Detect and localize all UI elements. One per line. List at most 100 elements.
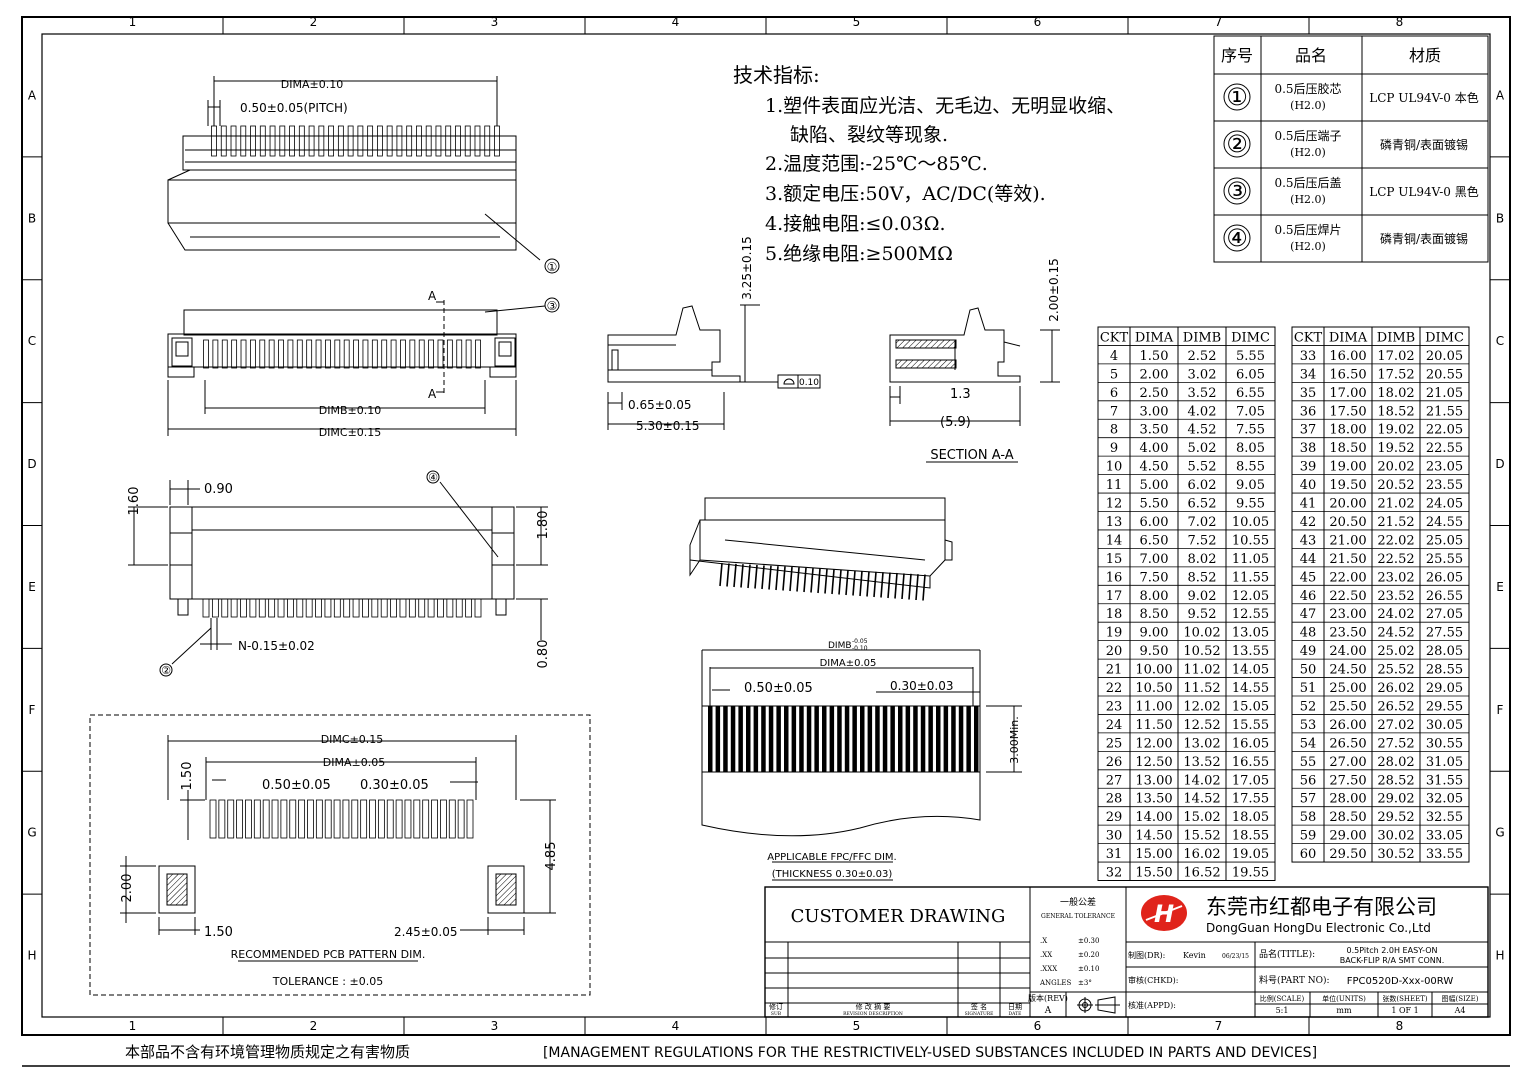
- zone-row-A-right: A: [1496, 88, 1505, 102]
- dimtable-cell: 29.50: [1329, 847, 1366, 862]
- bottom-pin: [362, 598, 369, 618]
- fpc-contact: [837, 706, 842, 772]
- dimtable-cell: 29: [1106, 810, 1123, 825]
- dimtable-cell: 19.00: [1329, 460, 1366, 475]
- pcb-pad: [236, 799, 243, 839]
- dimtable-cell: 20.02: [1377, 460, 1414, 475]
- bom-sub: (H2.0): [1290, 240, 1326, 253]
- fpc-contact: [829, 706, 835, 772]
- rev-header-en: REVISION DESCRIPTION: [843, 1011, 903, 1017]
- dimtable-cell: 19.50: [1329, 478, 1366, 493]
- part-label: 料号(PART NO):: [1259, 974, 1330, 986]
- iso-pin: [761, 565, 765, 590]
- title-label: 品名(TITLE):: [1259, 948, 1315, 960]
- dimtable-cell: 16.00: [1329, 349, 1366, 364]
- front-pin: [418, 339, 425, 369]
- bom-no: ③: [1226, 177, 1248, 205]
- dimtable-cell: 7.05: [1236, 404, 1265, 419]
- fpc-contact: [898, 706, 903, 772]
- bottom-pin: [230, 598, 238, 618]
- pcb-title: RECOMMENDED PCB PATTERN DIM.: [231, 948, 426, 961]
- bottom-pin: [324, 598, 332, 618]
- iso-pin: [726, 563, 730, 587]
- dimtable-cell: 7.55: [1236, 423, 1265, 438]
- front-pin: [325, 339, 331, 369]
- dimtable-cell: 11.00: [1135, 699, 1172, 714]
- checked-label: 审核(CHKD):: [1128, 975, 1178, 985]
- fpc-contact: [905, 706, 911, 772]
- section-mark-top: A: [428, 289, 437, 303]
- dimtable-cell: 5: [1110, 367, 1118, 382]
- dimtable-cell: 12.00: [1135, 736, 1172, 751]
- dimtable-cell: 17: [1106, 589, 1123, 604]
- dimtable-cell: 55: [1300, 755, 1317, 770]
- rev-header-cn: 修 改 摘 要: [856, 1002, 891, 1011]
- dimtable-cell: 44: [1300, 552, 1317, 567]
- tol-value: ±0.10: [1078, 965, 1099, 973]
- fpc-dimb-tol-dn: -0.10: [852, 645, 868, 652]
- sheet-label: 张数(SHEET): [1382, 994, 1428, 1003]
- bom-header-material: 材质: [1409, 46, 1441, 65]
- rev-header-cn: 修订: [769, 1002, 783, 1011]
- customer-drawing: CUSTOMER DRAWING: [791, 906, 1006, 927]
- dimtable-cell: 27.00: [1329, 755, 1366, 770]
- dimtable-cell: 10.02: [1183, 626, 1220, 641]
- dimtable-cell: 48: [1300, 626, 1317, 641]
- front-pin: [400, 339, 406, 369]
- dimtable-cell: 6.55: [1236, 386, 1265, 401]
- dim-dima-label: DIMA±0.10: [281, 78, 343, 91]
- iso-pin: [831, 569, 835, 595]
- iso-pin: [775, 566, 779, 591]
- dimtable-cell: 19.02: [1377, 423, 1414, 438]
- fpc-contact: [799, 706, 804, 772]
- dimtable-cell: 26.55: [1426, 589, 1463, 604]
- pcb-tab-width: 1.50: [204, 925, 233, 940]
- dimtable-header: DIMC: [1425, 330, 1464, 345]
- dimtable-cell: 10: [1106, 460, 1123, 475]
- top-pin: [435, 125, 442, 157]
- view-bottom: [128, 480, 548, 665]
- dim-d59: (5.9): [940, 415, 971, 430]
- fpc-contact: [784, 706, 789, 772]
- fpc-dims: DIMB -0.05 -0.10 DIMA±0.05 0.50±0.05 0.3…: [744, 638, 1021, 880]
- front-pin: [240, 339, 247, 369]
- bom-no: ④: [1226, 224, 1248, 252]
- bom-sub: (H2.0): [1290, 146, 1326, 159]
- section-mark-bottom: A: [428, 387, 437, 401]
- title-line-1: 0.5Pitch 2.0H EASY-ON: [1347, 946, 1438, 955]
- dimtable-cell: 43: [1300, 533, 1317, 548]
- dim-d13: 1.3: [950, 387, 971, 402]
- dimtable-cell: 50: [1300, 663, 1317, 678]
- dimtable-cell: 9.00: [1140, 626, 1169, 641]
- fpc-contact: [791, 706, 797, 772]
- iso-pin: [817, 568, 821, 594]
- dimtable-cell: 30: [1106, 829, 1123, 844]
- bottom-pin: [343, 598, 351, 618]
- dimtable-cell: 24.05: [1426, 497, 1463, 512]
- dimtable-cell: 21.50: [1329, 552, 1366, 567]
- bottom-pin: [380, 598, 388, 618]
- zone-row-H-left: H: [27, 949, 36, 963]
- dimtable-cell: 10.05: [1232, 515, 1269, 530]
- dimtable-cell: 26.02: [1377, 681, 1414, 696]
- dimtable-cell: 19.05: [1232, 847, 1269, 862]
- zone-col-4-bottom: 4: [672, 1019, 680, 1033]
- fpc-dima: DIMA±0.05: [820, 658, 877, 669]
- dim-h325: 3.25±0.15: [740, 236, 754, 300]
- dimtable-cell: 46: [1300, 589, 1317, 604]
- dimtable-cell: 11.05: [1232, 552, 1269, 567]
- dimtable-cell: 13: [1106, 515, 1123, 530]
- dimtable-cell: 5.00: [1140, 478, 1169, 493]
- callout-4: ④: [428, 471, 438, 484]
- dimtable-cell: 24: [1106, 718, 1123, 733]
- dim-d065: 0.65±0.05: [628, 398, 692, 412]
- bottom-pin: [474, 598, 482, 618]
- dimtable-cell: 13.52: [1183, 755, 1220, 770]
- dimtable-cell: 54: [1300, 736, 1317, 751]
- fpc-contact: [844, 706, 850, 772]
- zone-row-H-right: H: [1495, 949, 1504, 963]
- pcb-pad: [377, 799, 385, 839]
- dimtable-cell: 60: [1300, 847, 1317, 862]
- pcb-pad: [271, 799, 279, 839]
- front-pin: [343, 339, 350, 369]
